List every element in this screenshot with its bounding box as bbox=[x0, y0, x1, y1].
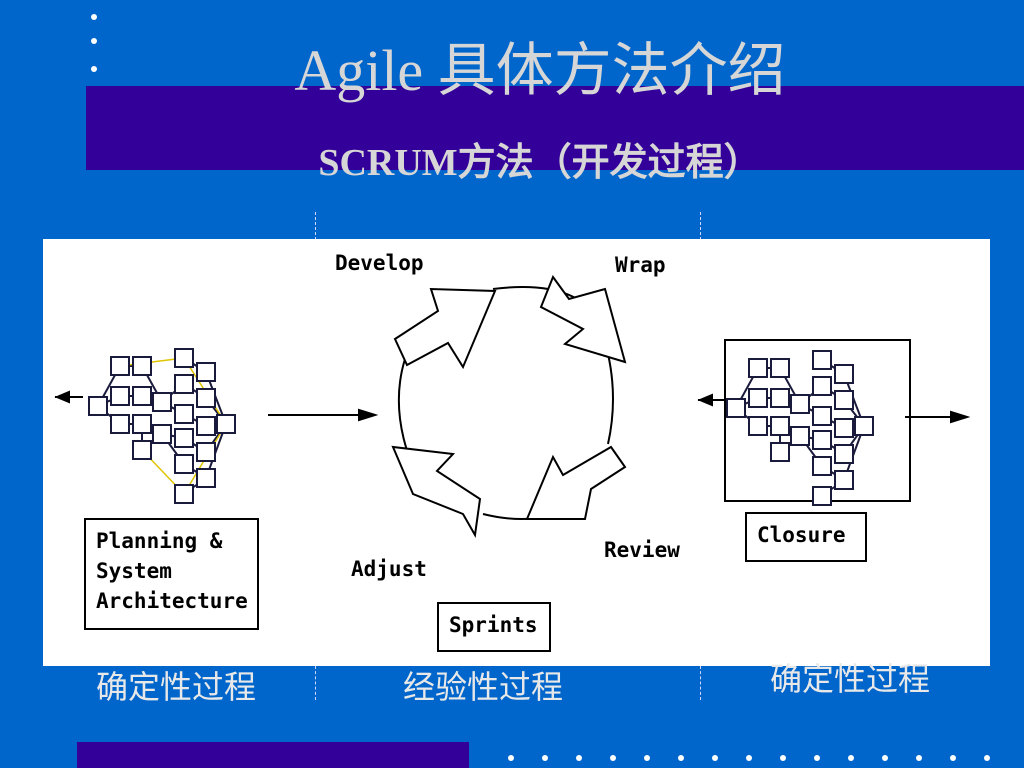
network-node bbox=[174, 484, 194, 504]
network-node bbox=[132, 414, 152, 434]
closure-box: Closure bbox=[745, 512, 867, 562]
scrum-diagram-panel: Develop Wrap Review Adjust Planning & Sy… bbox=[43, 239, 990, 666]
network-node bbox=[174, 348, 194, 368]
slide-title: Agile 具体方法介绍 bbox=[294, 38, 786, 103]
decorative-dot bbox=[91, 66, 97, 72]
network-node bbox=[174, 374, 194, 394]
decorative-dot bbox=[814, 755, 820, 761]
decorative-dot bbox=[746, 755, 752, 761]
network-node bbox=[152, 392, 172, 412]
decorative-dot bbox=[508, 755, 514, 761]
network-node bbox=[88, 396, 108, 416]
cycle-arrows bbox=[391, 274, 627, 539]
arrowhead-out bbox=[950, 410, 971, 424]
network-node bbox=[812, 406, 832, 426]
decorative-dot bbox=[644, 755, 650, 761]
network-node bbox=[110, 414, 130, 434]
decorative-dot bbox=[91, 14, 97, 20]
network-node bbox=[726, 398, 746, 418]
flow-arrows bbox=[54, 390, 971, 424]
planning-architecture-box: Planning & System Architecture bbox=[84, 518, 259, 630]
bottom-band bbox=[77, 742, 469, 768]
network-node bbox=[196, 362, 216, 382]
develop-label: Develop bbox=[335, 251, 424, 275]
decorative-dot bbox=[576, 755, 582, 761]
network-node bbox=[196, 416, 216, 436]
decorative-dot bbox=[780, 755, 786, 761]
decorative-dot bbox=[610, 755, 616, 761]
network-node bbox=[110, 356, 130, 376]
cycle-arrow-adjust bbox=[391, 445, 482, 539]
scrum-diagram bbox=[54, 274, 971, 539]
network-node bbox=[834, 390, 854, 410]
divider-line-left-bottom bbox=[315, 666, 316, 700]
network-node bbox=[174, 404, 194, 424]
network-node bbox=[812, 376, 832, 396]
network-node bbox=[770, 442, 790, 462]
adjust-label: Adjust bbox=[351, 557, 427, 581]
network-node bbox=[770, 388, 790, 408]
network-node bbox=[812, 456, 832, 476]
network-node bbox=[812, 486, 832, 506]
title-band bbox=[86, 86, 1024, 170]
slide-subtitle: SCRUM方法（开发过程） bbox=[318, 142, 762, 184]
cycle-arrow-develop bbox=[393, 287, 497, 370]
decorative-dot bbox=[950, 755, 956, 761]
decorative-dot bbox=[542, 755, 548, 761]
cycle-arc-right bbox=[607, 353, 614, 445]
network-node bbox=[770, 358, 790, 378]
footer-label-right: 确定性过程 bbox=[770, 661, 931, 697]
network-node bbox=[748, 358, 768, 378]
arrowhead-to-closure bbox=[697, 393, 713, 407]
decorative-dot bbox=[916, 755, 922, 761]
cycle-arrow-wrap bbox=[539, 274, 627, 364]
cycle-arrow-review bbox=[525, 445, 627, 520]
network-node bbox=[196, 468, 216, 488]
network-node bbox=[216, 414, 236, 434]
network-node bbox=[748, 416, 768, 436]
wrap-label: Wrap bbox=[615, 253, 666, 277]
planning-network bbox=[88, 348, 236, 504]
network-node bbox=[110, 386, 130, 406]
network-node bbox=[132, 440, 152, 460]
network-node bbox=[854, 416, 874, 436]
network-node bbox=[834, 444, 854, 464]
decorative-dot bbox=[848, 755, 854, 761]
sprints-box: Sprints bbox=[437, 602, 551, 652]
decorative-dot bbox=[984, 755, 990, 761]
network-node bbox=[196, 388, 216, 408]
review-label: Review bbox=[604, 538, 680, 562]
network-node bbox=[196, 442, 216, 462]
network-node bbox=[790, 426, 810, 446]
network-node bbox=[770, 416, 790, 436]
network-node bbox=[790, 394, 810, 414]
decorative-dot bbox=[678, 755, 684, 761]
network-node bbox=[132, 386, 152, 406]
network-node bbox=[834, 418, 854, 438]
footer-label-left: 确定性过程 bbox=[96, 669, 257, 705]
network-node bbox=[834, 364, 854, 384]
arrowhead-in-left bbox=[54, 390, 70, 404]
network-node bbox=[834, 470, 854, 490]
network-node bbox=[812, 350, 832, 370]
network-node bbox=[174, 428, 194, 448]
network-node bbox=[748, 388, 768, 408]
footer-label-middle: 经验性过程 bbox=[403, 669, 564, 705]
decorative-dot bbox=[91, 38, 97, 44]
closure-network bbox=[726, 350, 874, 506]
network-node bbox=[174, 454, 194, 474]
network-node bbox=[152, 424, 172, 444]
divider-line-left-top bbox=[315, 212, 316, 240]
network-node bbox=[132, 356, 152, 376]
network-node bbox=[812, 430, 832, 450]
decorative-dot bbox=[882, 755, 888, 761]
divider-line-right-top bbox=[700, 212, 701, 240]
divider-line-right-bottom bbox=[700, 666, 701, 700]
arrowhead-to-sprints bbox=[358, 408, 379, 422]
decorative-dot bbox=[712, 755, 718, 761]
